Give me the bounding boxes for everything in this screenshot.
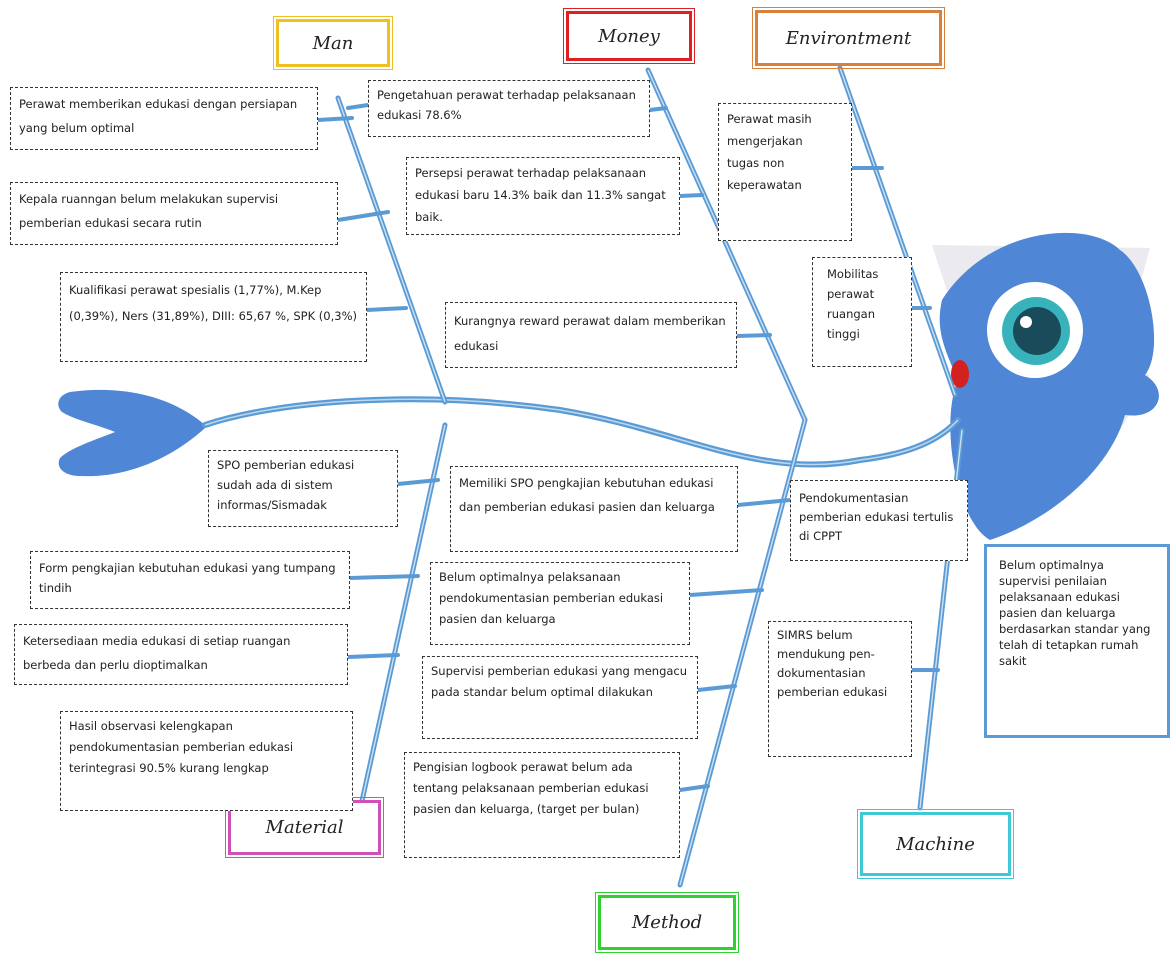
cause-box: Ketersediaan media edukasi di setiap rua… bbox=[14, 624, 348, 685]
cause-box: Form pengkajian kebutuhan edukasi yang t… bbox=[30, 551, 350, 609]
cause-box: Kualifikasi perawat spesialis (1,77%), M… bbox=[60, 272, 367, 362]
cause-box: Memiliki SPO pengkajian kebutuhan edukas… bbox=[450, 466, 738, 552]
problem-statement: Belum optimalnya supervisi penilaian pel… bbox=[984, 544, 1170, 738]
cause-box: Pendokumentasian pemberian edukasi tertu… bbox=[790, 480, 968, 561]
cause-box: Perawat masih mengerjakan tugas non kepe… bbox=[718, 103, 852, 241]
category-method-label: Method bbox=[631, 912, 703, 933]
category-man-label: Man bbox=[312, 32, 354, 54]
sub-bones bbox=[316, 103, 964, 792]
cause-box: Kepala ruanngan belum melakukan supervis… bbox=[10, 182, 338, 245]
cause-box: Hasil observasi kelengkapan pendokumenta… bbox=[60, 711, 353, 811]
category-money-label: Money bbox=[598, 25, 660, 47]
category-environment: Environtment bbox=[752, 7, 945, 69]
category-machine: Machine bbox=[857, 809, 1014, 879]
cause-box: Pengisian logbook perawat belum ada tent… bbox=[404, 752, 680, 858]
cause-box: Pengetahuan perawat terhadap pelaksanaan… bbox=[368, 80, 650, 137]
category-money: Money bbox=[563, 8, 695, 64]
cause-box: Kurangnya reward perawat dalam memberika… bbox=[445, 302, 737, 368]
category-machine-label: Machine bbox=[896, 833, 975, 855]
cause-box: SPO pemberian edukasi sudah ada di siste… bbox=[208, 450, 398, 527]
cause-box: Persepsi perawat terhadap pelaksanaan ed… bbox=[406, 157, 680, 235]
cause-box: Mobilitas perawat ruangan tinggi bbox=[812, 257, 912, 367]
cause-box: SIMRS belum mendukung pen-dokumentasian … bbox=[768, 621, 912, 757]
category-man: Man bbox=[273, 16, 393, 70]
category-environment-label: Environtment bbox=[785, 27, 912, 49]
cause-box: Supervisi pemberian edukasi yang mengacu… bbox=[422, 656, 698, 739]
cause-box: Belum optimalnya pelaksanaan pendokument… bbox=[430, 562, 690, 645]
category-material-label: Material bbox=[265, 817, 344, 838]
fish-tail bbox=[58, 389, 205, 477]
fish-head bbox=[932, 232, 1159, 541]
cause-box: Perawat memberikan edukasi dengan persia… bbox=[10, 87, 318, 150]
category-method: Method bbox=[595, 892, 739, 953]
